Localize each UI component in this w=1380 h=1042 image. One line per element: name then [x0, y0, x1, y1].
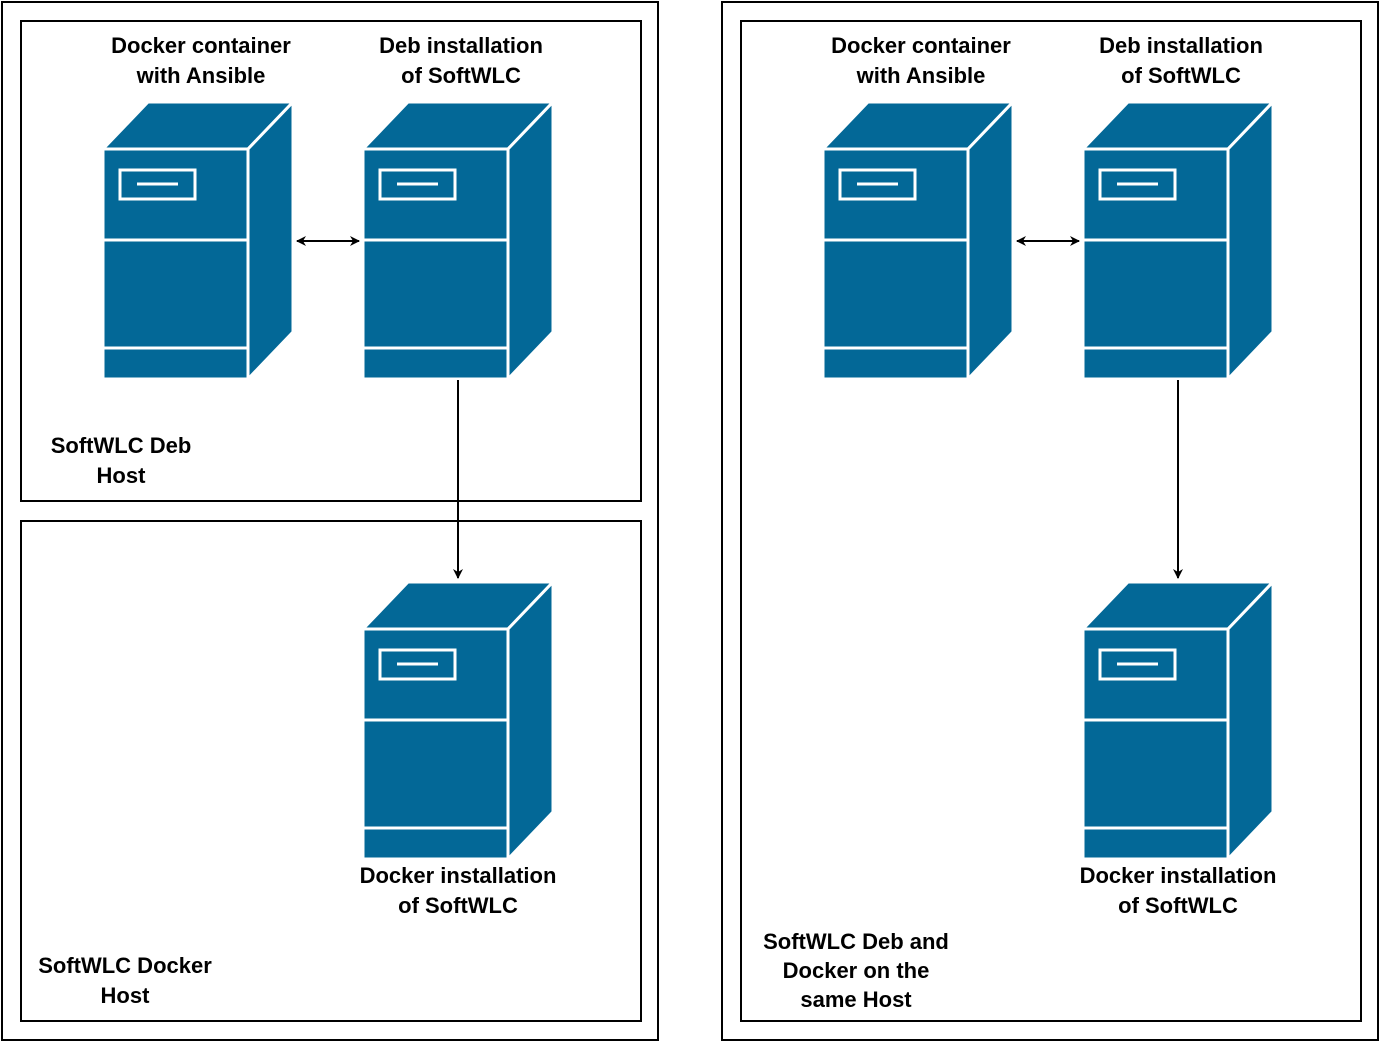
docker-installation-label: Docker installation of SoftWLC	[1079, 863, 1277, 918]
ansible-server-icon	[101, 100, 295, 381]
deb-host-frame	[20, 20, 642, 502]
deb-installation-label: Deb installation of SoftWLC	[379, 33, 543, 88]
same-host-frame	[740, 20, 1362, 1022]
docker-host-label: SoftWLC Docker Host	[38, 953, 212, 1008]
ansible-container-label: Docker container with Ansible	[831, 33, 1011, 88]
docker-server-icon	[361, 580, 555, 861]
ansible-server-icon	[821, 100, 1015, 381]
left-diagram-frame	[1, 1, 659, 1041]
docker-installation-label: Docker installation of SoftWLC	[359, 863, 557, 918]
deb-server-icon	[1081, 100, 1275, 381]
right-diagram-frame	[721, 1, 1379, 1041]
same-host-label: SoftWLC Deb and Docker on the same Host	[763, 929, 949, 1012]
ansible-container-label: Docker container with Ansible	[111, 33, 291, 88]
docker-server-icon	[1081, 580, 1275, 861]
deb-server-icon	[361, 100, 555, 381]
docker-host-frame	[20, 520, 642, 1022]
deb-host-label: SoftWLC Deb Host	[50, 433, 192, 488]
deb-installation-label: Deb installation of SoftWLC	[1099, 33, 1263, 88]
